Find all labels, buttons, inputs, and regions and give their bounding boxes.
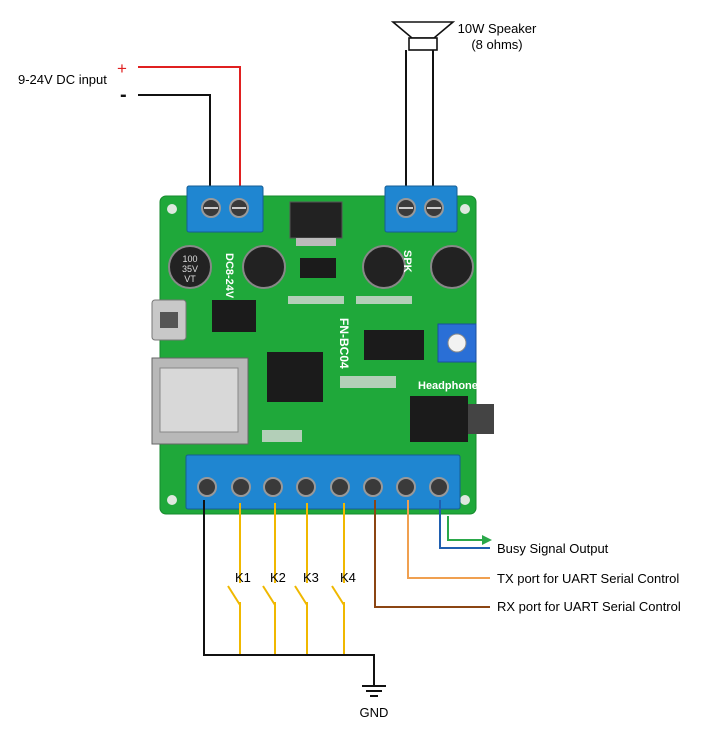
switch-k4: [331, 503, 345, 655]
diode: [300, 258, 336, 278]
spk-mark: SPK: [401, 250, 413, 273]
rx-wire: [374, 500, 490, 608]
potentiometer: [437, 323, 477, 363]
switch-k2: [262, 503, 276, 655]
speaker-terminal-block: [384, 185, 458, 233]
cap-text-type: VT: [184, 274, 196, 284]
regulator-chip: [289, 201, 343, 239]
busy-wire: [439, 500, 490, 549]
speaker-subtitle: (8 ohms): [471, 37, 522, 52]
power-terminal-block: [186, 185, 264, 233]
speaker-icon: [390, 21, 456, 51]
k1-label: K1: [235, 570, 251, 585]
capacitor-2: [242, 245, 286, 289]
positive-wire: [138, 66, 241, 200]
busy-arrow-head: [482, 535, 492, 545]
ground-icon: [362, 685, 386, 697]
ground-wire: [203, 500, 375, 686]
k3-label: K3: [303, 570, 319, 585]
rx-label: RX port for UART Serial Control: [497, 599, 681, 614]
plus-sign: +: [117, 59, 127, 78]
negative-wire: [138, 94, 211, 200]
tx-label: TX port for UART Serial Control: [497, 571, 679, 586]
tx-wire: [407, 500, 490, 579]
switch-k3: [294, 503, 308, 655]
switch-k1: [227, 503, 241, 655]
bottom-terminal-block: [185, 454, 461, 510]
model-mark: FN-BC04: [337, 318, 351, 369]
busy-arrow-line: [447, 516, 482, 541]
mp3-module-board: 100 35V VT DC8-24V SPK FN-BC04 Headphone: [151, 185, 494, 515]
power-label: 9-24V DC input: [18, 72, 107, 87]
headphone-jack: [410, 396, 494, 442]
k2-label: K2: [270, 570, 286, 585]
voltage-mark: DC8-24V: [223, 253, 235, 299]
k4-label: K4: [340, 570, 356, 585]
capacitor-4: [430, 245, 474, 289]
capacitor-1: [168, 245, 212, 289]
decoder-chip: [267, 352, 323, 402]
amplifier-chip: [212, 300, 256, 332]
smd-components: [262, 296, 412, 442]
speaker-title: 10W Speaker: [458, 21, 537, 36]
cap-text-voltage: 35V: [182, 264, 198, 274]
gnd-label: GND: [360, 705, 389, 720]
cap-text-value: 100: [182, 254, 197, 264]
serial-chip: [364, 330, 424, 360]
busy-label: Busy Signal Output: [497, 541, 609, 556]
capacitor-3: [362, 245, 406, 289]
headphone-mark: Headphone: [418, 380, 478, 392]
minus-sign: -: [120, 84, 127, 106]
